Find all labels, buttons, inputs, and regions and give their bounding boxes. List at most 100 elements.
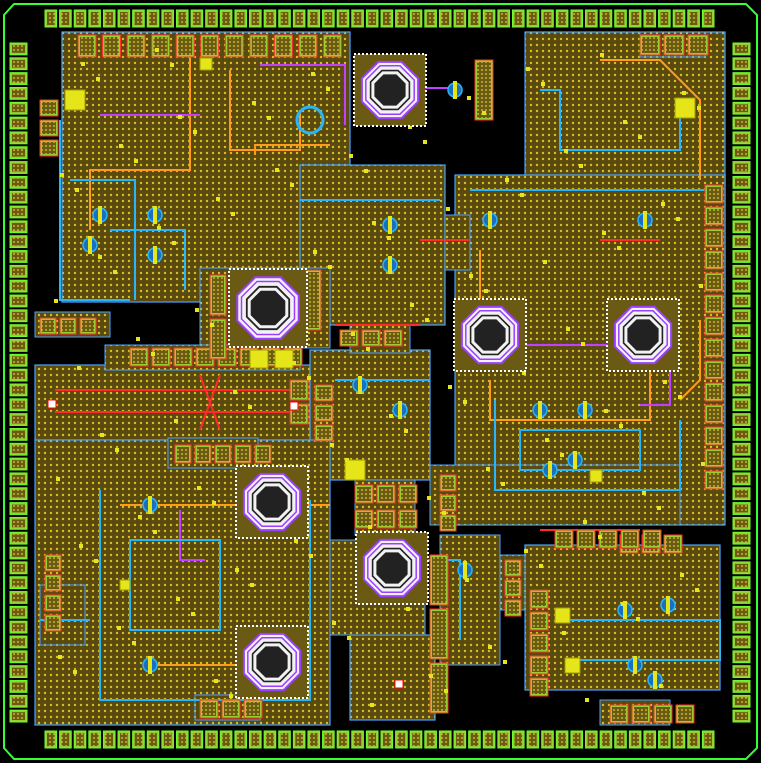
bond-pad-core: [572, 733, 581, 746]
via: [427, 496, 431, 500]
bond-pad-core: [735, 222, 748, 231]
metal-route: [110, 229, 186, 290]
pad-ring: [9, 9, 751, 749]
bond-pad-core: [602, 733, 610, 746]
contact-pad-core: [442, 497, 454, 509]
bond-pad-core: [426, 12, 435, 25]
bond-pad-core: [12, 682, 25, 691]
via: [58, 655, 62, 659]
via: [642, 491, 646, 495]
bond-pad-core: [12, 623, 25, 632]
device-gate: [463, 561, 467, 579]
via: [389, 414, 393, 418]
device-gate: [88, 236, 92, 254]
bond-pad-core: [397, 733, 406, 746]
contact-pad-core: [227, 37, 242, 55]
via: [330, 443, 334, 447]
bond-pad-core: [735, 104, 748, 113]
via: [579, 164, 583, 168]
bond-pad-core: [12, 163, 25, 172]
bond-pad-core: [735, 682, 748, 691]
bond-pad-core: [485, 733, 493, 746]
via: [132, 641, 136, 645]
contact-pad-core: [292, 382, 306, 398]
bond-pad-core: [266, 733, 274, 746]
via: [294, 539, 298, 543]
contact-pad-core: [246, 702, 260, 716]
bond-pad-core: [12, 415, 25, 424]
inductor-inner: [621, 313, 665, 357]
capacitor: [344, 459, 366, 481]
via: [585, 698, 589, 702]
bond-pad-core: [120, 733, 128, 746]
via: [351, 332, 355, 336]
bond-pad-core: [543, 733, 552, 746]
via: [113, 270, 117, 274]
inductor-turn: [365, 65, 415, 115]
via: [676, 217, 680, 221]
bond-pad-core: [735, 178, 748, 187]
metal-route: [199, 374, 221, 431]
bond-pad-core: [324, 733, 333, 746]
via: [600, 53, 604, 57]
via: [541, 82, 545, 86]
bond-pad-core: [47, 12, 55, 25]
inductor-inner: [250, 640, 294, 684]
contact-pad-core: [212, 321, 224, 357]
bond-pad-core: [470, 12, 479, 25]
bond-pad-core: [222, 733, 230, 746]
contact-pad-core: [300, 37, 315, 55]
bond-pad-core: [397, 12, 406, 25]
contact-pad-core: [532, 636, 546, 650]
via: [98, 255, 102, 259]
metal-route: [260, 64, 346, 125]
capacitor: [64, 89, 86, 111]
contact-pad-core: [442, 517, 454, 529]
contact-pad-core: [623, 532, 637, 546]
bond-pad-core: [12, 104, 25, 113]
via: [119, 144, 123, 148]
via: [467, 96, 471, 100]
via: [117, 626, 121, 630]
bond-pad-core: [12, 667, 25, 676]
metal-route: [254, 144, 330, 155]
via: [404, 429, 408, 433]
contact-pad-core: [357, 512, 371, 526]
small-inductor: [295, 105, 325, 135]
via: [233, 390, 237, 394]
bond-pad-core: [12, 504, 25, 513]
via: [619, 424, 623, 428]
device-gate: [548, 461, 552, 479]
inductor-inner: [368, 68, 412, 112]
bond-pad-core: [12, 563, 25, 572]
inductor-inner: [250, 480, 294, 524]
bottom-center-block: [349, 634, 436, 721]
bond-pad-core: [558, 733, 566, 746]
bond-pad-core: [383, 733, 391, 746]
contact-pad-core: [129, 37, 144, 55]
bond-pad-core: [689, 733, 698, 746]
bond-pad-core: [441, 733, 450, 746]
bond-pad-core: [12, 608, 25, 617]
via: [636, 617, 640, 621]
bond-pad-core: [12, 282, 25, 291]
contact-pad-core: [237, 447, 249, 461]
circuit-blocks: [34, 31, 726, 726]
bond-pad-core: [309, 733, 318, 746]
contact-pad-core: [707, 341, 721, 355]
via: [701, 462, 705, 466]
metal-route: [129, 539, 221, 631]
contact-pad-core: [432, 665, 446, 711]
bond-pad-core: [12, 489, 25, 498]
device-gate: [583, 401, 587, 419]
bond-pad-core: [426, 733, 435, 746]
bond-pad-core: [134, 733, 143, 746]
sub-block-patch: [444, 214, 471, 271]
metal-route: [89, 40, 191, 230]
via: [623, 120, 627, 124]
contact-pad-core: [212, 277, 224, 313]
bond-pad-core: [735, 237, 748, 246]
bond-pad-core: [339, 12, 347, 25]
contact-pad-core: [634, 707, 648, 721]
